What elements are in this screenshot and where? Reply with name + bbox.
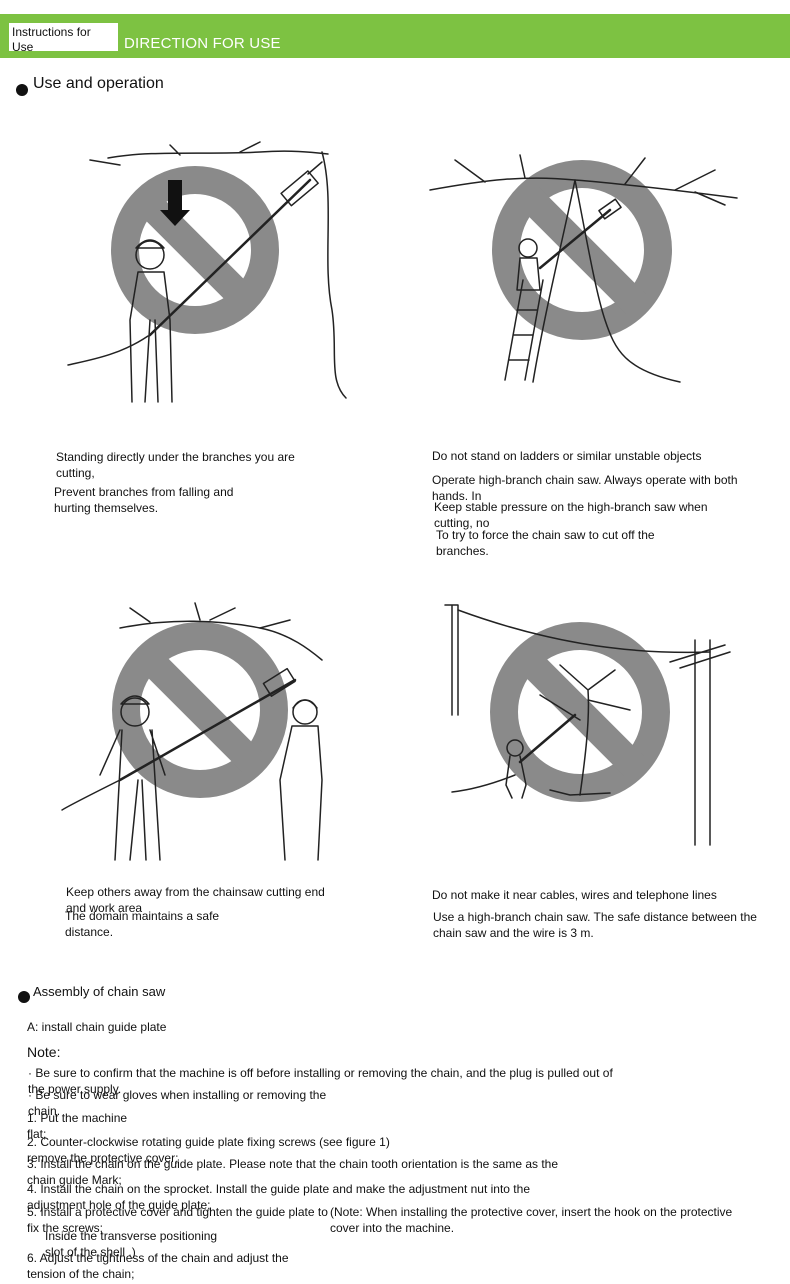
caption-ladder-d: To try to force the chain saw to cut off… [436, 528, 655, 558]
caption-standing-under-a: Standing directly under the branches you… [56, 450, 295, 480]
down-arrow-icon [160, 180, 190, 226]
prohibition-slash-icon [135, 190, 255, 310]
illustration-near-wires [444, 604, 731, 846]
caption-others-a: Keep others away from the chainsaw cutti… [66, 885, 325, 915]
caption-wires-b: Use a high-branch chain saw. The safe di… [433, 910, 757, 940]
step-1: 1. Put the machine flat; [27, 1111, 128, 1141]
note-power-off: · Be sure to confirm that the machine is… [28, 1066, 613, 1096]
header-title: DIRECTION FOR USE [124, 35, 281, 52]
illustration-others-nearby [61, 602, 323, 861]
illustration-ladder [429, 154, 738, 383]
step-6: 6. Adjust the tightness of the chain and… [27, 1251, 289, 1281]
prohibition-circle-icon [111, 166, 279, 334]
step-3: 3. Install the chain on the guide plate.… [27, 1157, 559, 1187]
header-banner [0, 14, 790, 58]
caption-ladder-a: Do not stand on ladders or similar unsta… [432, 449, 702, 463]
caption-wires-a: Do not make it near cables, wires and te… [432, 888, 717, 902]
step-2: 2. Counter-clockwise rotating guide plat… [27, 1135, 390, 1165]
prohibition-circle-icon [112, 622, 288, 798]
note-label: Note: [27, 1044, 61, 1060]
assembly-subtitle: A: install chain guide plate [27, 1020, 167, 1034]
caption-others-b: The domain maintains a safe distance. [65, 909, 220, 939]
prohibition-slash-icon [519, 187, 646, 314]
illustration-standing-under-branch [67, 141, 347, 403]
header-label: Instructions for Use [9, 23, 118, 51]
prohibition-circle-icon [490, 622, 670, 802]
note-wear-gloves: · Be sure to wear gloves when installing… [28, 1088, 327, 1118]
prohibition-slash-icon [138, 648, 262, 772]
prohibition-slash-icon [516, 648, 644, 776]
section-bullet [16, 84, 28, 96]
caption-standing-under-b: Prevent branches from falling and hurtin… [54, 485, 234, 515]
step-5: 5. Install a protective cover and tighte… [27, 1205, 328, 1235]
caption-ladder-b: Operate high-branch chain saw. Always op… [432, 473, 738, 503]
step-5-note: (Note: When installing the protective co… [330, 1205, 733, 1235]
caption-ladder-c: Keep stable pressure on the high-branch … [434, 500, 708, 530]
section-title-assembly: Assembly of chain saw [33, 984, 166, 999]
section-title-use-operation: Use and operation [33, 75, 164, 92]
prohibition-circle-icon [492, 160, 672, 340]
section-bullet [18, 991, 30, 1003]
step-5-sub: Inside the transverse positioning slot o… [45, 1229, 218, 1259]
step-4: 4. Install the chain on the sprocket. In… [27, 1182, 530, 1212]
